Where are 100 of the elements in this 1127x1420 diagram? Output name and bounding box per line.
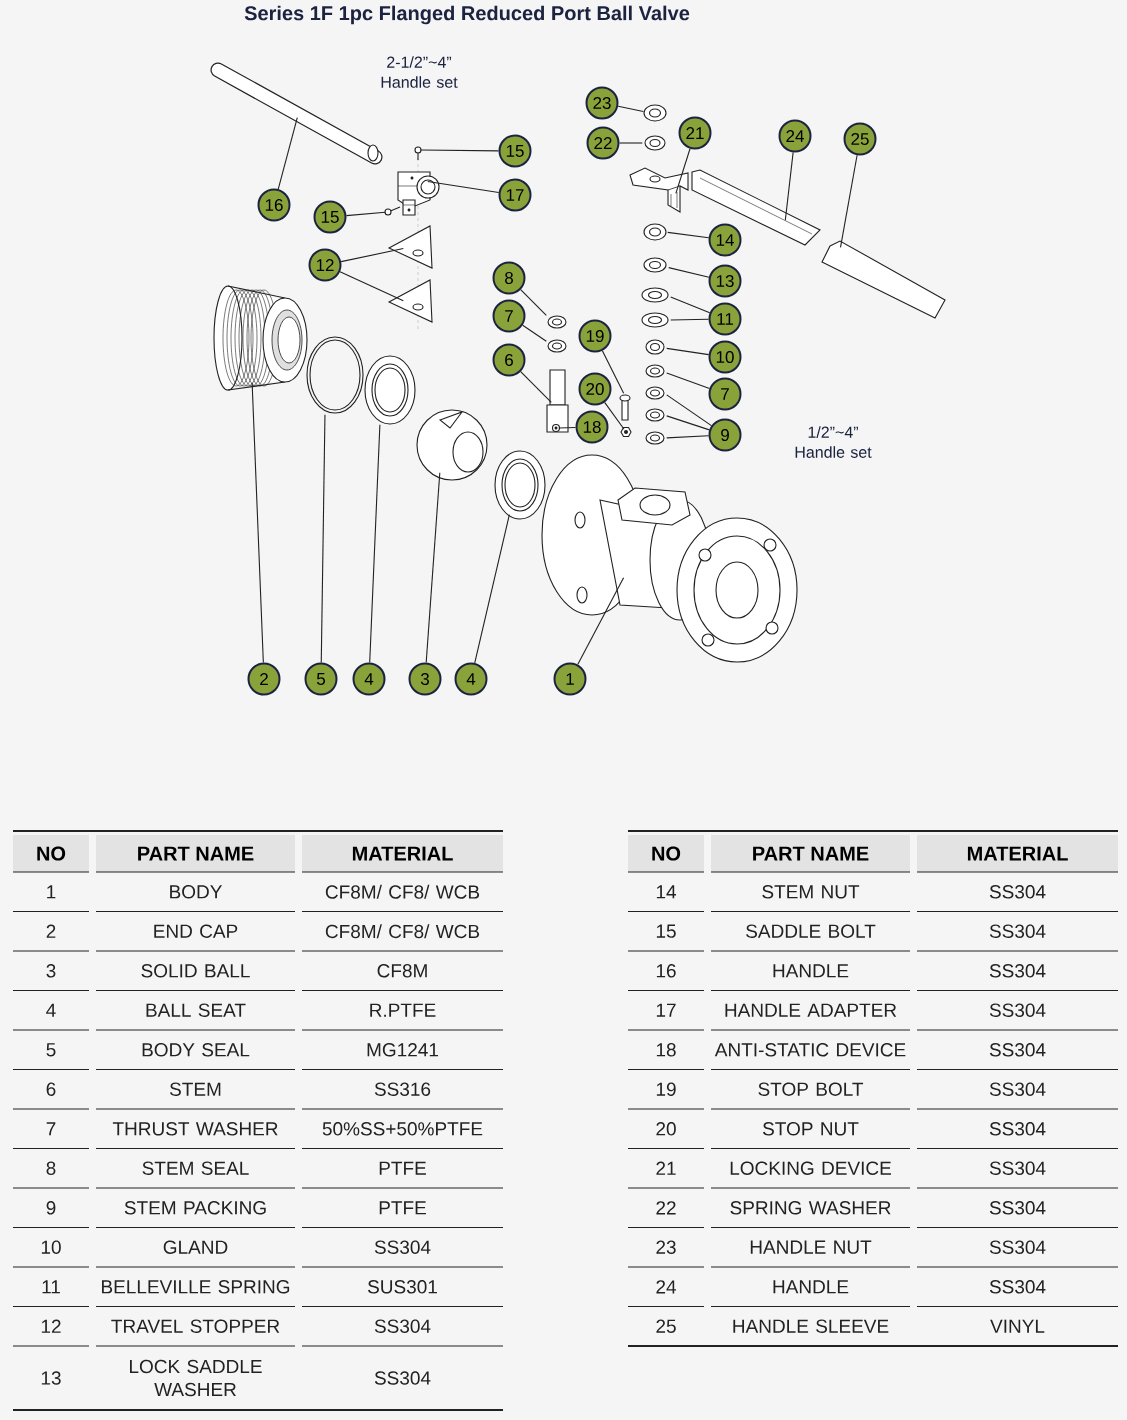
part-name: STOP BOLT	[758, 1082, 864, 1096]
callout-number: 7	[708, 377, 742, 411]
part-name: STEM NUT	[762, 885, 860, 899]
part-name: HANDLE NUT	[750, 1240, 872, 1254]
part-name: LOCK SADDLE WASHER	[130, 1359, 262, 1397]
callout-number: 6	[492, 343, 526, 377]
leader-line	[666, 347, 710, 356]
spring-washer-drawing	[644, 135, 666, 151]
leader-line	[474, 514, 510, 664]
part-number: 4	[46, 1003, 56, 1017]
body-seal-drawing	[306, 336, 364, 414]
belleville-spring-drawing	[641, 287, 669, 303]
callout-number: 2	[247, 662, 281, 696]
part-number: 7	[46, 1122, 56, 1136]
part-number: 6	[46, 1082, 56, 1096]
callout-number: 7	[492, 299, 526, 333]
leader-line	[340, 248, 404, 263]
part-name: STOP NUT	[763, 1122, 859, 1136]
part-number: 17	[656, 1003, 676, 1017]
leader-line	[251, 382, 264, 664]
callout-number: 22	[586, 126, 620, 160]
locking-device-drawing	[629, 167, 689, 213]
part-number: 23	[656, 1240, 676, 1254]
callout-number: 4	[352, 662, 386, 696]
ball-seat-drawing	[364, 355, 416, 425]
column-header: NO	[628, 835, 704, 872]
thrust-washer-drawing	[645, 364, 665, 378]
material-name: SS304	[989, 885, 1046, 899]
part-number: 21	[656, 1161, 676, 1175]
material-name: CF8M/ CF8/ WCB	[325, 924, 480, 939]
leader-line	[520, 289, 547, 316]
callout-number: 23	[585, 86, 619, 120]
callout-number: 24	[778, 119, 812, 153]
part-number: 3	[46, 964, 56, 978]
material-name: SS304	[374, 1319, 431, 1333]
part-name: SADDLE BOLT	[746, 924, 876, 938]
part-number: 13	[41, 1371, 61, 1385]
part-number: 18	[656, 1043, 676, 1057]
part-name: STEM PACKING	[124, 1201, 266, 1215]
material-name: SS304	[989, 1280, 1046, 1294]
callout-number: 16	[257, 188, 291, 222]
leader-line	[345, 211, 386, 217]
material-name: CF8M	[377, 964, 427, 978]
material-name: SS304	[989, 1240, 1046, 1254]
callout-number: 12	[308, 248, 342, 282]
material-name: SUS301	[368, 1280, 437, 1294]
leader-line	[520, 371, 552, 403]
part-number: 5	[46, 1043, 56, 1057]
callout-number: 18	[575, 410, 609, 444]
stem-packing-drawing	[645, 386, 665, 400]
callout-number: 4	[454, 662, 488, 696]
callout-number: 21	[678, 116, 712, 150]
handle-sleeve-drawing	[821, 240, 946, 319]
leader-line	[618, 142, 643, 144]
part-name: THRUST WASHER	[112, 1122, 278, 1136]
handle-drawing	[691, 169, 821, 246]
column-header: PART NAME	[96, 835, 295, 872]
part-number: 14	[656, 885, 676, 899]
leader-line	[522, 324, 547, 342]
hex-nut-drawing	[643, 104, 667, 122]
part-name: BODY	[170, 885, 222, 899]
part-name: HANDLE	[773, 964, 849, 978]
callout-number: 14	[708, 223, 742, 257]
callout-number: 15	[498, 134, 532, 168]
leader-line	[369, 424, 381, 664]
callout-number: 1	[553, 662, 587, 696]
hex-nut-drawing	[643, 223, 667, 241]
part-name: ANTI-STATIC DEVICE	[714, 1043, 906, 1057]
material-name: SS304	[374, 1240, 431, 1254]
leader-line	[277, 117, 298, 190]
leader-line	[675, 148, 691, 194]
ball-drawing	[416, 409, 488, 481]
callout-number: 9	[708, 418, 742, 452]
title: Series 1F 1pc Flanged Reduced Port Ball Valve	[244, 5, 690, 25]
part-name: TRAVEL STOPPER	[111, 1319, 280, 1333]
ball-seat-drawing	[494, 450, 546, 520]
leader-line	[617, 105, 644, 112]
part-name: HANDLE ADAPTER	[725, 1003, 897, 1017]
part-name: STEM	[169, 1082, 221, 1096]
stem-drawing	[546, 369, 569, 433]
callout-number: 15	[313, 200, 347, 234]
leader-line	[839, 154, 858, 248]
leader-line	[339, 271, 404, 302]
leader-line	[601, 350, 625, 394]
part-name: SPRING WASHER	[730, 1201, 891, 1215]
leader-line	[604, 401, 625, 430]
screw-drawing	[414, 146, 422, 161]
part-name: STEM SEAL	[142, 1161, 249, 1175]
part-number: 16	[656, 964, 676, 978]
part-name: BALL SEAT	[146, 1003, 246, 1017]
material-name: PTFE	[379, 1161, 426, 1175]
leader-line	[670, 296, 711, 314]
material-name: PTFE	[379, 1201, 426, 1215]
part-name: SOLID BALL	[141, 964, 250, 978]
handle-adapter-drawing	[397, 171, 440, 216]
column-header: PART NAME	[711, 835, 910, 872]
leader-line	[784, 151, 794, 221]
leader-line	[670, 318, 710, 321]
part-number: 19	[656, 1082, 676, 1096]
part-number: 12	[41, 1319, 61, 1333]
